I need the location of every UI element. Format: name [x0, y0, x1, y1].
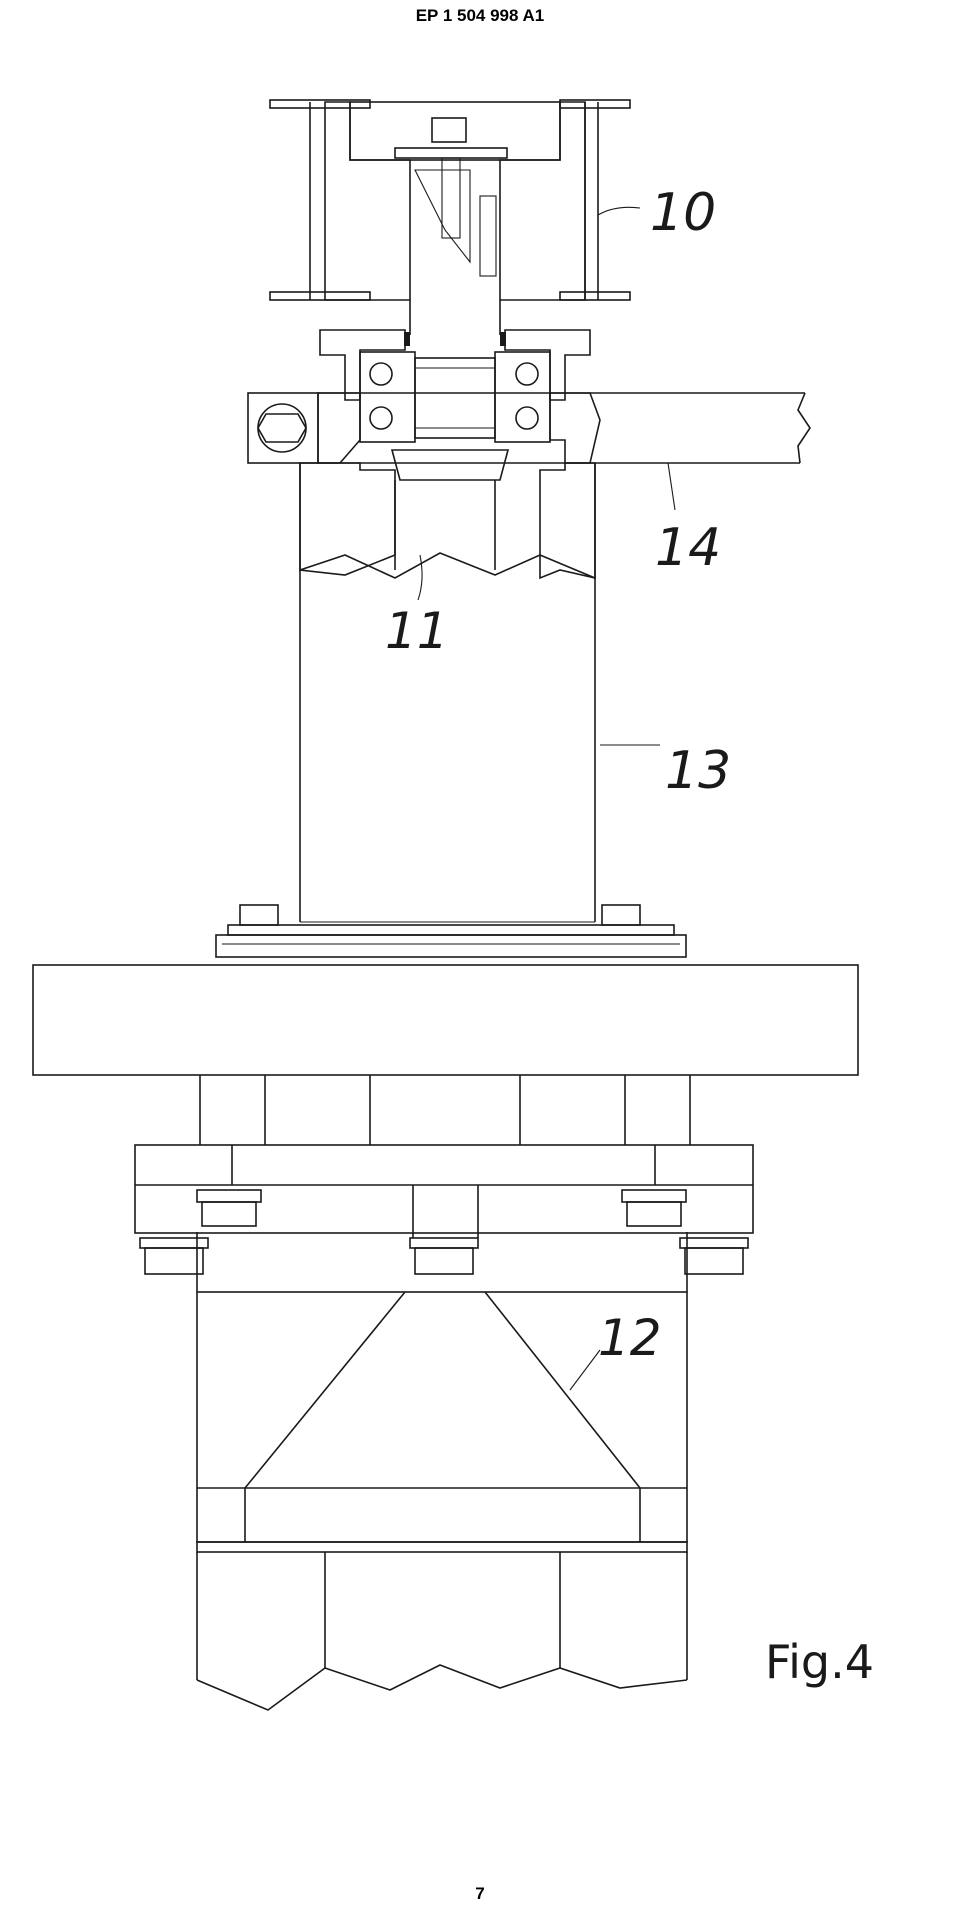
bar-14	[247, 392, 811, 464]
reference-numeral-12: 12	[598, 1309, 662, 1367]
patent-number-header: EP 1 504 998 A1	[415, 6, 545, 25]
reference-numeral-14: 14	[655, 518, 721, 578]
tube-13	[299, 462, 596, 923]
figure-label: Fig.4	[765, 1635, 874, 1689]
reference-numeral-10: 10	[650, 183, 716, 243]
reference-leaders	[417, 206, 676, 1391]
base-flange	[32, 904, 859, 1076]
page-number: 7	[475, 1884, 485, 1903]
reference-numeral-11: 11	[385, 602, 449, 660]
rotor-element-10	[269, 99, 631, 335]
reference-numeral-13: 13	[665, 741, 731, 801]
lower-assembly-12	[134, 1075, 754, 1711]
